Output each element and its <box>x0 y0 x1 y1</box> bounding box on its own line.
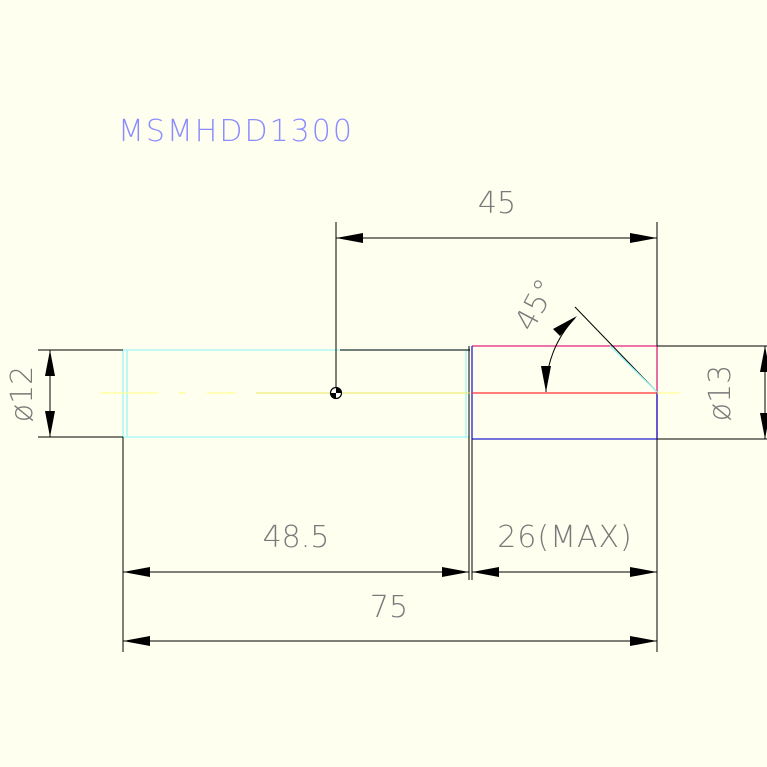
dimension-75 <box>123 636 657 646</box>
extension-lines <box>122 437 658 652</box>
dimension-26-max <box>472 567 657 577</box>
dimension-label-48-5: 48.5 <box>263 520 330 555</box>
dimension-angle <box>541 316 577 393</box>
dimension-label-right-diameter: ø13 <box>703 365 738 422</box>
drawing-title: MSMHDD1300 <box>118 114 354 149</box>
dimension-top-45 <box>335 222 658 388</box>
left-shaft-edges <box>38 349 470 438</box>
dimension-label-45: 45 <box>478 186 516 221</box>
dimension-right-diameter <box>657 345 767 440</box>
dimension-left-diameter <box>45 350 55 437</box>
dimension-48-5 <box>123 567 469 577</box>
dimension-label-angle: 45° <box>508 273 564 336</box>
datum-point-icon <box>329 386 343 400</box>
dimension-label-75: 75 <box>370 590 408 625</box>
dimension-label-26-max: 26(MAX) <box>497 520 633 555</box>
dimension-label-left-diameter: ø12 <box>5 366 40 423</box>
